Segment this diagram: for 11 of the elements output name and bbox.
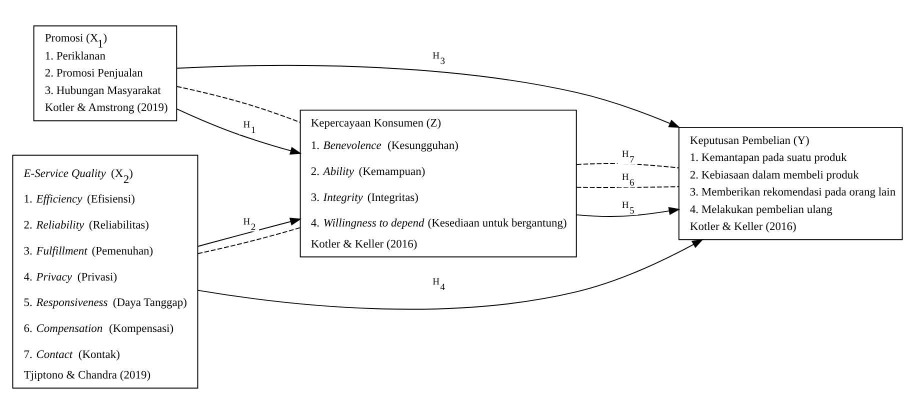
connector [176,86,301,123]
connector [197,227,301,254]
connector [576,163,680,168]
node-box: Kepercayaan Konsumen (Z) 1. Benevolence (Kesungguhan) 2. Ability (Kemampuan) 3. Integrity (Integritas) 4. Willingness to depend (Kesediaan untuk bergantung) Kotler & Keller (2016) [300,110,577,258]
arrow [576,207,680,217]
node-box: Keputusan Pembelian (Y) 1. Kemantapan pada suatu produk 2. Kebiasaan dalam membeli produk 3. Memberikan rekomendasi pada orang lain 4. Melakukan pembelian ulang Kotler & Keller (2016) [678,126,903,240]
arrow [197,238,704,310]
connector [576,186,680,188]
arrow [176,108,302,155]
arrow [197,218,302,247]
arrow [176,64,680,128]
